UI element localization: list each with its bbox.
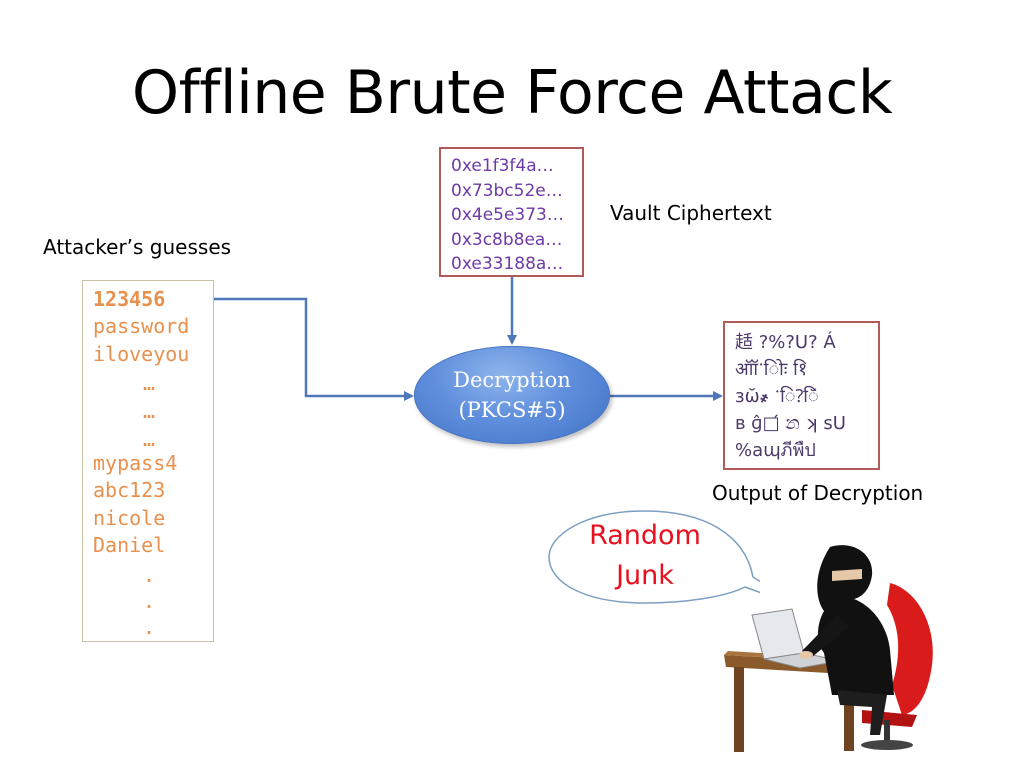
- hooded-attacker-at-laptop-icon: [724, 545, 933, 752]
- output-line: %aɰภีพืป: [735, 440, 816, 461]
- guesses-box: 123456 password iloveyou … … … mypass4 a…: [82, 280, 214, 642]
- ciphertext-box: 0xe1f3f4a… 0x73bc52e… 0x4e5e373… 0x3c8b8…: [439, 147, 584, 277]
- ciphertext-line: 0x4e5e373…: [451, 205, 564, 225]
- ciphertext-line: 0xe33188a…: [451, 254, 564, 274]
- speech-line: Junk: [616, 560, 674, 591]
- ciphertext-line: 0x73bc52e…: [451, 180, 563, 201]
- ciphertext-label: Vault Ciphertext: [610, 201, 772, 225]
- decryption-title: Decryption: [453, 368, 571, 392]
- guess-ellipsis: …: [142, 371, 156, 395]
- ciphertext-line: 0xe1f3f4a…: [451, 156, 554, 176]
- guess-item: nicole: [93, 506, 166, 530]
- decryption-node: Decryption (PKCS#5): [414, 346, 610, 444]
- guess-item: Daniel: [93, 533, 166, 557]
- guess-item: abc123: [93, 478, 166, 502]
- output-label: Output of Decryption: [712, 481, 924, 505]
- speech-line: Random: [589, 520, 701, 551]
- guesses-label: Attacker’s guesses: [43, 235, 232, 259]
- speech-bubble: [548, 510, 760, 604]
- ciphertext-line: 0x3c8b8ea…: [451, 229, 563, 250]
- guess-item: 123456: [93, 287, 166, 311]
- arrow-guess-to-decryption: [183, 297, 414, 401]
- output-line: ʙ ɡ̂□́ න ʞ sU: [735, 413, 846, 434]
- page-title: Offline Brute Force Attack: [131, 58, 893, 128]
- speech-bubble-text: Random Junk: [565, 516, 725, 596]
- guess-ellipsis: …: [142, 427, 156, 451]
- output-line: ऑॉॱिोः १ि: [735, 359, 808, 380]
- guess-item: mypass4: [93, 451, 178, 475]
- output-line: ̆ɜѡ̆҂ ॱि?ि̆: [735, 386, 819, 407]
- guess-item: iloveyou: [93, 342, 190, 366]
- output-line: 趏 ?%?U? Á: [735, 332, 836, 353]
- decryption-output-box: 趏 ?%?U? Á ऑॉॱिोः १ि ̆ɜѡ̆҂ ॱि?ि̆ ʙ ɡ̂□́ න…: [723, 321, 880, 470]
- guess-ellipsis: …: [142, 399, 156, 423]
- guess-continuation-dot: .: [142, 563, 156, 587]
- guess-continuation-dot: .: [142, 615, 156, 639]
- decryption-method: (PKCS#5): [458, 398, 566, 422]
- guess-item: password: [93, 314, 190, 338]
- guess-continuation-dot: .: [142, 589, 156, 613]
